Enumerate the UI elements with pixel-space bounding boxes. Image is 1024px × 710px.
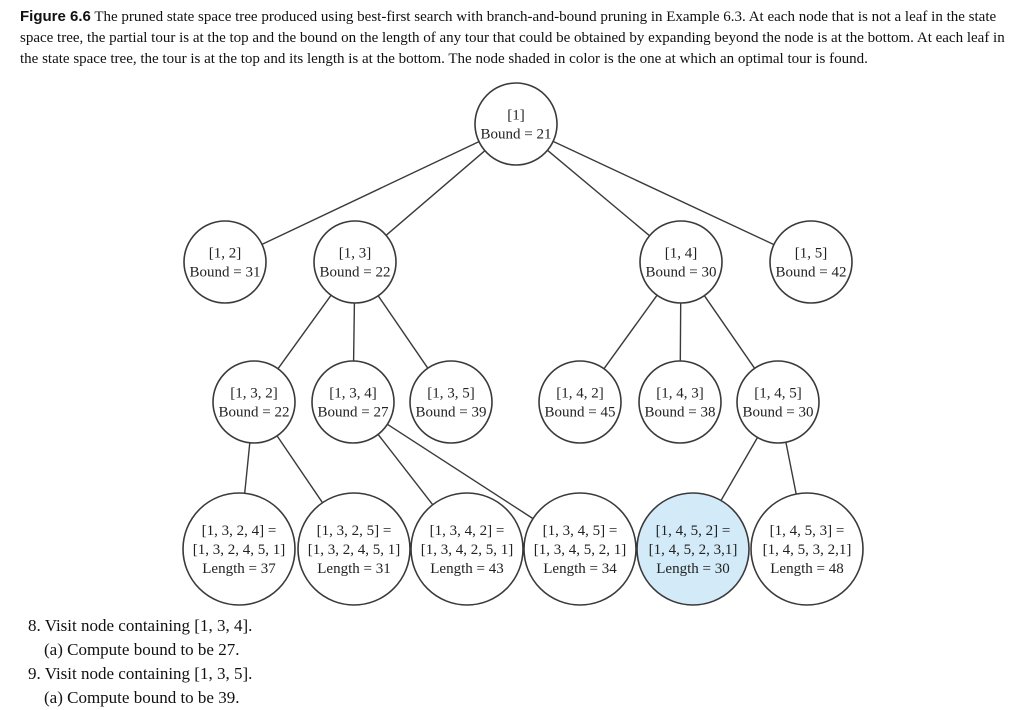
tree-edge xyxy=(721,438,758,501)
tree-node: [1, 3, 5] Bound = 39 xyxy=(410,361,492,443)
node-tour-label: [1, 3, 4, 2, 5, 1] xyxy=(421,542,514,558)
node-tour-label: [1, 4, 5, 2, 3,1] xyxy=(649,542,738,558)
node-circle xyxy=(640,221,722,303)
node-circle xyxy=(475,83,557,165)
node-value-label: Length = 37 xyxy=(202,561,276,577)
node-value-label: Bound = 39 xyxy=(416,405,487,421)
node-tour-label: [1, 3, 4, 5] = xyxy=(543,523,618,539)
node-circle xyxy=(737,361,819,443)
tree-node: [1, 3, 2] Bound = 22 xyxy=(213,361,295,443)
node-circle xyxy=(312,361,394,443)
node-tour-label: [1] xyxy=(507,108,525,124)
node-tour-label: [1, 3, 2, 4, 5, 1] xyxy=(308,542,401,558)
tree-edge xyxy=(245,443,250,494)
node-value-label: Length = 31 xyxy=(317,561,390,577)
tree-node: [1, 4, 5] Bound = 30 xyxy=(737,361,819,443)
step-9: 9. Visit node containing [1, 3, 5]. (a) … xyxy=(28,662,252,710)
step-text: 8. Visit node containing [1, 3, 4]. xyxy=(28,614,252,638)
step-substep: (a) Compute bound to be 27. xyxy=(28,638,252,662)
node-tour-label: [1, 4] xyxy=(665,246,698,262)
tree-node: [1, 4] Bound = 30 xyxy=(640,221,722,303)
tree-node: [1, 3] Bound = 22 xyxy=(314,221,396,303)
node-tour-label: [1, 3, 2, 4, 5, 1] xyxy=(193,542,286,558)
tree-node: [1, 3, 4] Bound = 27 xyxy=(312,361,394,443)
tree-edge xyxy=(378,296,428,368)
node-tour-label: [1, 4, 5] xyxy=(754,386,802,402)
node-value-label: Bound = 27 xyxy=(318,405,389,421)
node-circle xyxy=(213,361,295,443)
node-value-label: Bound = 22 xyxy=(320,265,391,281)
node-value-label: Length = 34 xyxy=(543,561,617,577)
node-circle xyxy=(314,221,396,303)
node-value-label: Bound = 42 xyxy=(776,265,847,281)
tree-node: [1, 3, 2, 4] = [1, 3, 2, 4, 5, 1] Length =… xyxy=(183,493,295,605)
node-tour-label: [1, 3, 2] xyxy=(230,386,278,402)
node-value-label: Bound = 30 xyxy=(743,405,814,421)
node-tour-label: [1, 3] xyxy=(339,246,372,262)
tree-node: [1, 3, 4, 2] = [1, 3, 4, 2, 5, 1] Length =… xyxy=(411,493,523,605)
node-value-label: Length = 43 xyxy=(430,561,503,577)
node-tour-label: [1, 3, 2, 4] = xyxy=(202,523,277,539)
node-circle xyxy=(539,361,621,443)
node-tour-label: [1, 3, 5] xyxy=(427,386,475,402)
node-tour-label: [1, 4, 5, 3, 2,1] xyxy=(763,542,852,558)
node-tour-label: [1, 2] xyxy=(209,246,242,262)
tree-edge xyxy=(604,295,657,368)
node-tour-label: [1, 4, 2] xyxy=(556,386,604,402)
tree-node-optimal: [1, 4, 5, 2] = [1, 4, 5, 2, 3,1] Length = … xyxy=(637,493,749,605)
tree-node: [1, 4, 3] Bound = 38 xyxy=(639,361,721,443)
tree-edge xyxy=(378,434,433,504)
node-value-label: Bound = 45 xyxy=(545,405,616,421)
step-substep: (a) Compute bound to be 39. xyxy=(28,686,252,710)
node-tour-label: [1, 3, 4, 2] = xyxy=(430,523,505,539)
node-value-label: Bound = 21 xyxy=(481,127,552,143)
tree-nodes: [1] Bound = 21 [1, 2] Bound = 31 [1, 3] Bound… xyxy=(183,83,863,605)
tree-edge xyxy=(786,442,796,494)
tree-node: [1] Bound = 21 xyxy=(475,83,557,165)
node-tour-label: [1, 5] xyxy=(795,246,828,262)
tree-edge xyxy=(386,151,485,236)
node-value-label: Length = 30 xyxy=(656,561,729,577)
tree-node: [1, 5] Bound = 42 xyxy=(770,221,852,303)
node-value-label: Bound = 22 xyxy=(219,405,290,421)
node-value-label: Bound = 31 xyxy=(190,265,261,281)
tree-edge xyxy=(704,296,754,369)
tree-node: [1, 3, 2, 5] = [1, 3, 2, 4, 5, 1] Length =… xyxy=(298,493,410,605)
tree-edge xyxy=(354,303,355,361)
node-tour-label: [1, 3, 4] xyxy=(329,386,377,402)
node-tour-label: [1, 3, 2, 5] = xyxy=(317,523,392,539)
tree-node: [1, 4, 5, 3] = [1, 4, 5, 3, 2,1] Length = … xyxy=(751,493,863,605)
node-value-label: Bound = 38 xyxy=(645,405,716,421)
step-8: 8. Visit node containing [1, 3, 4]. (a) … xyxy=(28,614,252,662)
tree-node: [1, 2] Bound = 31 xyxy=(184,221,266,303)
node-tour-label: [1, 4, 3] xyxy=(656,386,704,402)
step-text: 9. Visit node containing [1, 3, 5]. xyxy=(28,662,252,686)
node-circle xyxy=(639,361,721,443)
node-value-label: Length = 48 xyxy=(770,561,843,577)
node-tour-label: [1, 3, 4, 5, 2, 1] xyxy=(534,542,627,558)
node-value-label: Bound = 30 xyxy=(646,265,717,281)
node-circle xyxy=(184,221,266,303)
algorithm-steps: 8. Visit node containing [1, 3, 4]. (a) … xyxy=(28,614,252,710)
tree-node: [1, 4, 2] Bound = 45 xyxy=(539,361,621,443)
node-circle xyxy=(770,221,852,303)
node-tour-label: [1, 4, 5, 3] = xyxy=(770,523,845,539)
node-circle xyxy=(410,361,492,443)
node-tour-label: [1, 4, 5, 2] = xyxy=(656,523,731,539)
tree-edges xyxy=(245,141,797,518)
tree-edge xyxy=(277,436,322,503)
tree-node: [1, 3, 4, 5] = [1, 3, 4, 5, 2, 1] Length =… xyxy=(524,493,636,605)
tree-edge xyxy=(278,295,331,368)
